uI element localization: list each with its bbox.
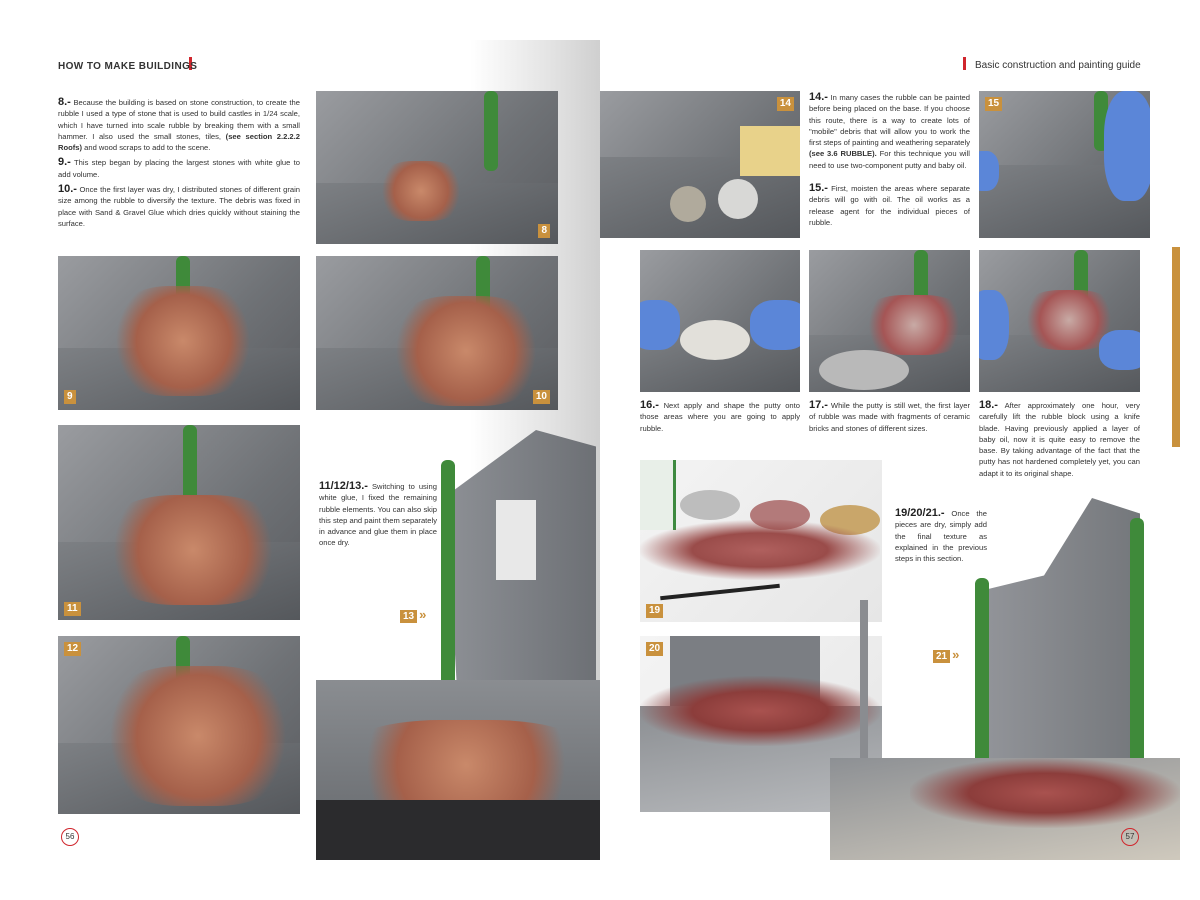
- chapter-tab: [1172, 247, 1180, 447]
- photo-15: 15: [979, 91, 1150, 238]
- photo-8: 8: [316, 91, 558, 244]
- left-header: HOW TO MAKE BUILDINGS: [58, 61, 198, 72]
- photo-10: 10: [316, 256, 558, 410]
- left-text-column: 8.- Because the building is based on sto…: [58, 96, 300, 233]
- page-number-left: 56: [61, 828, 79, 846]
- page-number-right: 57: [1121, 828, 1139, 846]
- step-17: 17.- While the putty is still wet, the f…: [809, 399, 970, 433]
- step-14: 14.- In many cases the rubble can be pai…: [809, 91, 970, 170]
- photo-14: 14: [600, 91, 800, 238]
- photo-13: [316, 420, 600, 860]
- chevron-right-icon: »: [952, 647, 960, 662]
- photo-19: 19: [640, 460, 882, 622]
- photo-9: 9: [58, 256, 300, 410]
- photo-16: [640, 250, 800, 392]
- header-red-bar-right: [963, 57, 966, 70]
- right-header: Basic construction and painting guide: [975, 60, 1141, 71]
- photo-21-label: 21»: [933, 646, 959, 664]
- step-18: 18.- After approximately one hour, very …: [979, 399, 1140, 478]
- photo-21: [830, 488, 1180, 860]
- right-text-column: 14.- In many cases the rubble can be pai…: [809, 91, 970, 232]
- step-16: 16.- Next apply and shape the putty onto…: [640, 399, 800, 433]
- step-8: 8.- Because the building is based on sto…: [58, 96, 300, 153]
- step-19-20-21: 19/20/21.- Once the pieces are dry, simp…: [895, 507, 987, 564]
- header-red-bar: [189, 57, 192, 70]
- photo-12: 12: [58, 636, 300, 814]
- photo-18: [979, 250, 1140, 392]
- step-9: 9.- This step began by placing the large…: [58, 156, 300, 179]
- step-11-12-13: 11/12/13.- Switching to using white glue…: [319, 480, 437, 548]
- photo-13-label: 13»: [400, 606, 426, 624]
- step-15: 15.- First, moisten the areas where sepa…: [809, 182, 970, 227]
- step-10: 10.- Once the first layer was dry, I dis…: [58, 183, 300, 228]
- photo-11: 11: [58, 425, 300, 620]
- chevron-right-icon: »: [419, 607, 427, 622]
- photo-17: [809, 250, 970, 392]
